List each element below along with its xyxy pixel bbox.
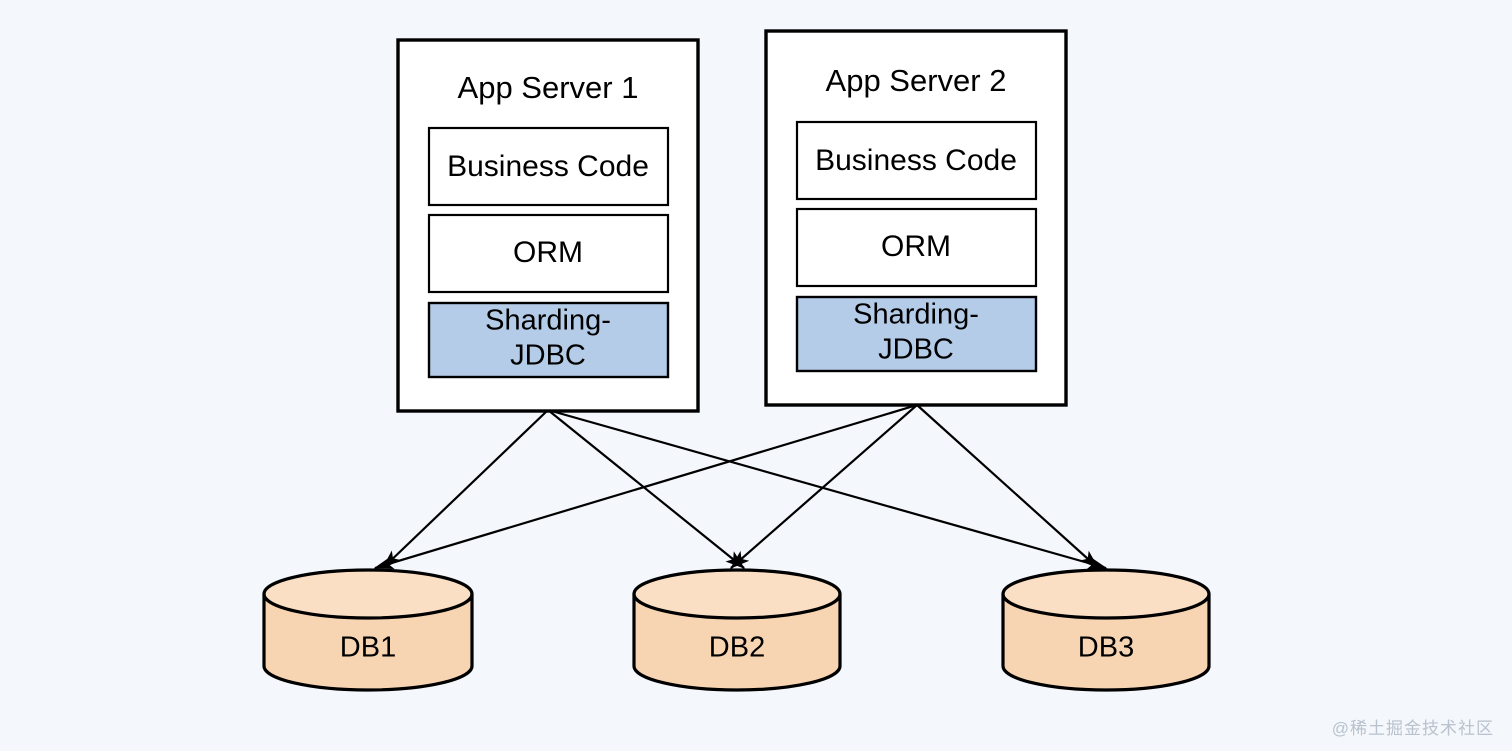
db2-cylinder-body	[632, 592, 842, 692]
app-server-1-sharding-jdbc-label-line1: Sharding-	[485, 305, 611, 337]
app-server-2[interactable]: App Server 2 Business Code ORM Sharding-…	[764, 29, 1068, 407]
database-db1[interactable]: DB1	[262, 568, 474, 692]
app-server-1-business-code-box[interactable]	[427, 126, 670, 207]
connection-app2-db1	[373, 403, 918, 570]
app-server-2-business-code-box[interactable]	[795, 120, 1038, 201]
database-db2[interactable]: DB2	[632, 568, 842, 692]
db2-label: DB2	[709, 632, 765, 664]
db3-cylinder-body	[1001, 592, 1211, 692]
app-server-2-orm-box[interactable]	[795, 207, 1038, 288]
app-server-2-orm-label: ORM	[881, 230, 951, 263]
connection-layer	[373, 403, 1108, 570]
database-db3[interactable]: DB3	[1001, 568, 1211, 692]
app-server-2-sharding-jdbc-label-line1: Sharding-	[853, 299, 979, 331]
db1-label: DB1	[340, 632, 396, 664]
watermark-text: @稀土掘金技术社区	[1331, 719, 1494, 738]
connection-app1-db3	[547, 408, 1108, 570]
app-server-1-sharding-jdbc-box[interactable]	[427, 301, 670, 379]
app-server-2-business-code-label: Business Code	[815, 144, 1017, 177]
app-server-1-orm-label: ORM	[513, 236, 583, 269]
connection-app1-db2	[547, 409, 746, 569]
db3-cylinder-top	[1001, 568, 1211, 620]
connection-app1-db1	[382, 409, 549, 569]
app-server-2-title: App Server 2	[826, 63, 1007, 98]
app-server-2-sharding-jdbc-box[interactable]	[795, 295, 1038, 373]
app-server-1-sharding-jdbc-label-line2: JDBC	[510, 340, 586, 372]
app-server-1[interactable]: App Server 1 Business Code ORM Sharding-…	[396, 38, 700, 413]
app-server-1-business-code-label: Business Code	[447, 150, 649, 183]
app-server-1-title: App Server 1	[458, 70, 639, 105]
db1-cylinder-top	[262, 568, 474, 620]
connection-app2-db3	[916, 404, 1099, 569]
db1-cylinder-body	[262, 592, 474, 692]
db2-cylinder-top	[632, 568, 842, 620]
db3-label: DB3	[1078, 632, 1134, 664]
app-server-1-orm-box[interactable]	[427, 213, 670, 294]
app-server-2-sharding-jdbc-label-line2: JDBC	[878, 334, 954, 366]
connection-app2-db2	[730, 404, 918, 569]
